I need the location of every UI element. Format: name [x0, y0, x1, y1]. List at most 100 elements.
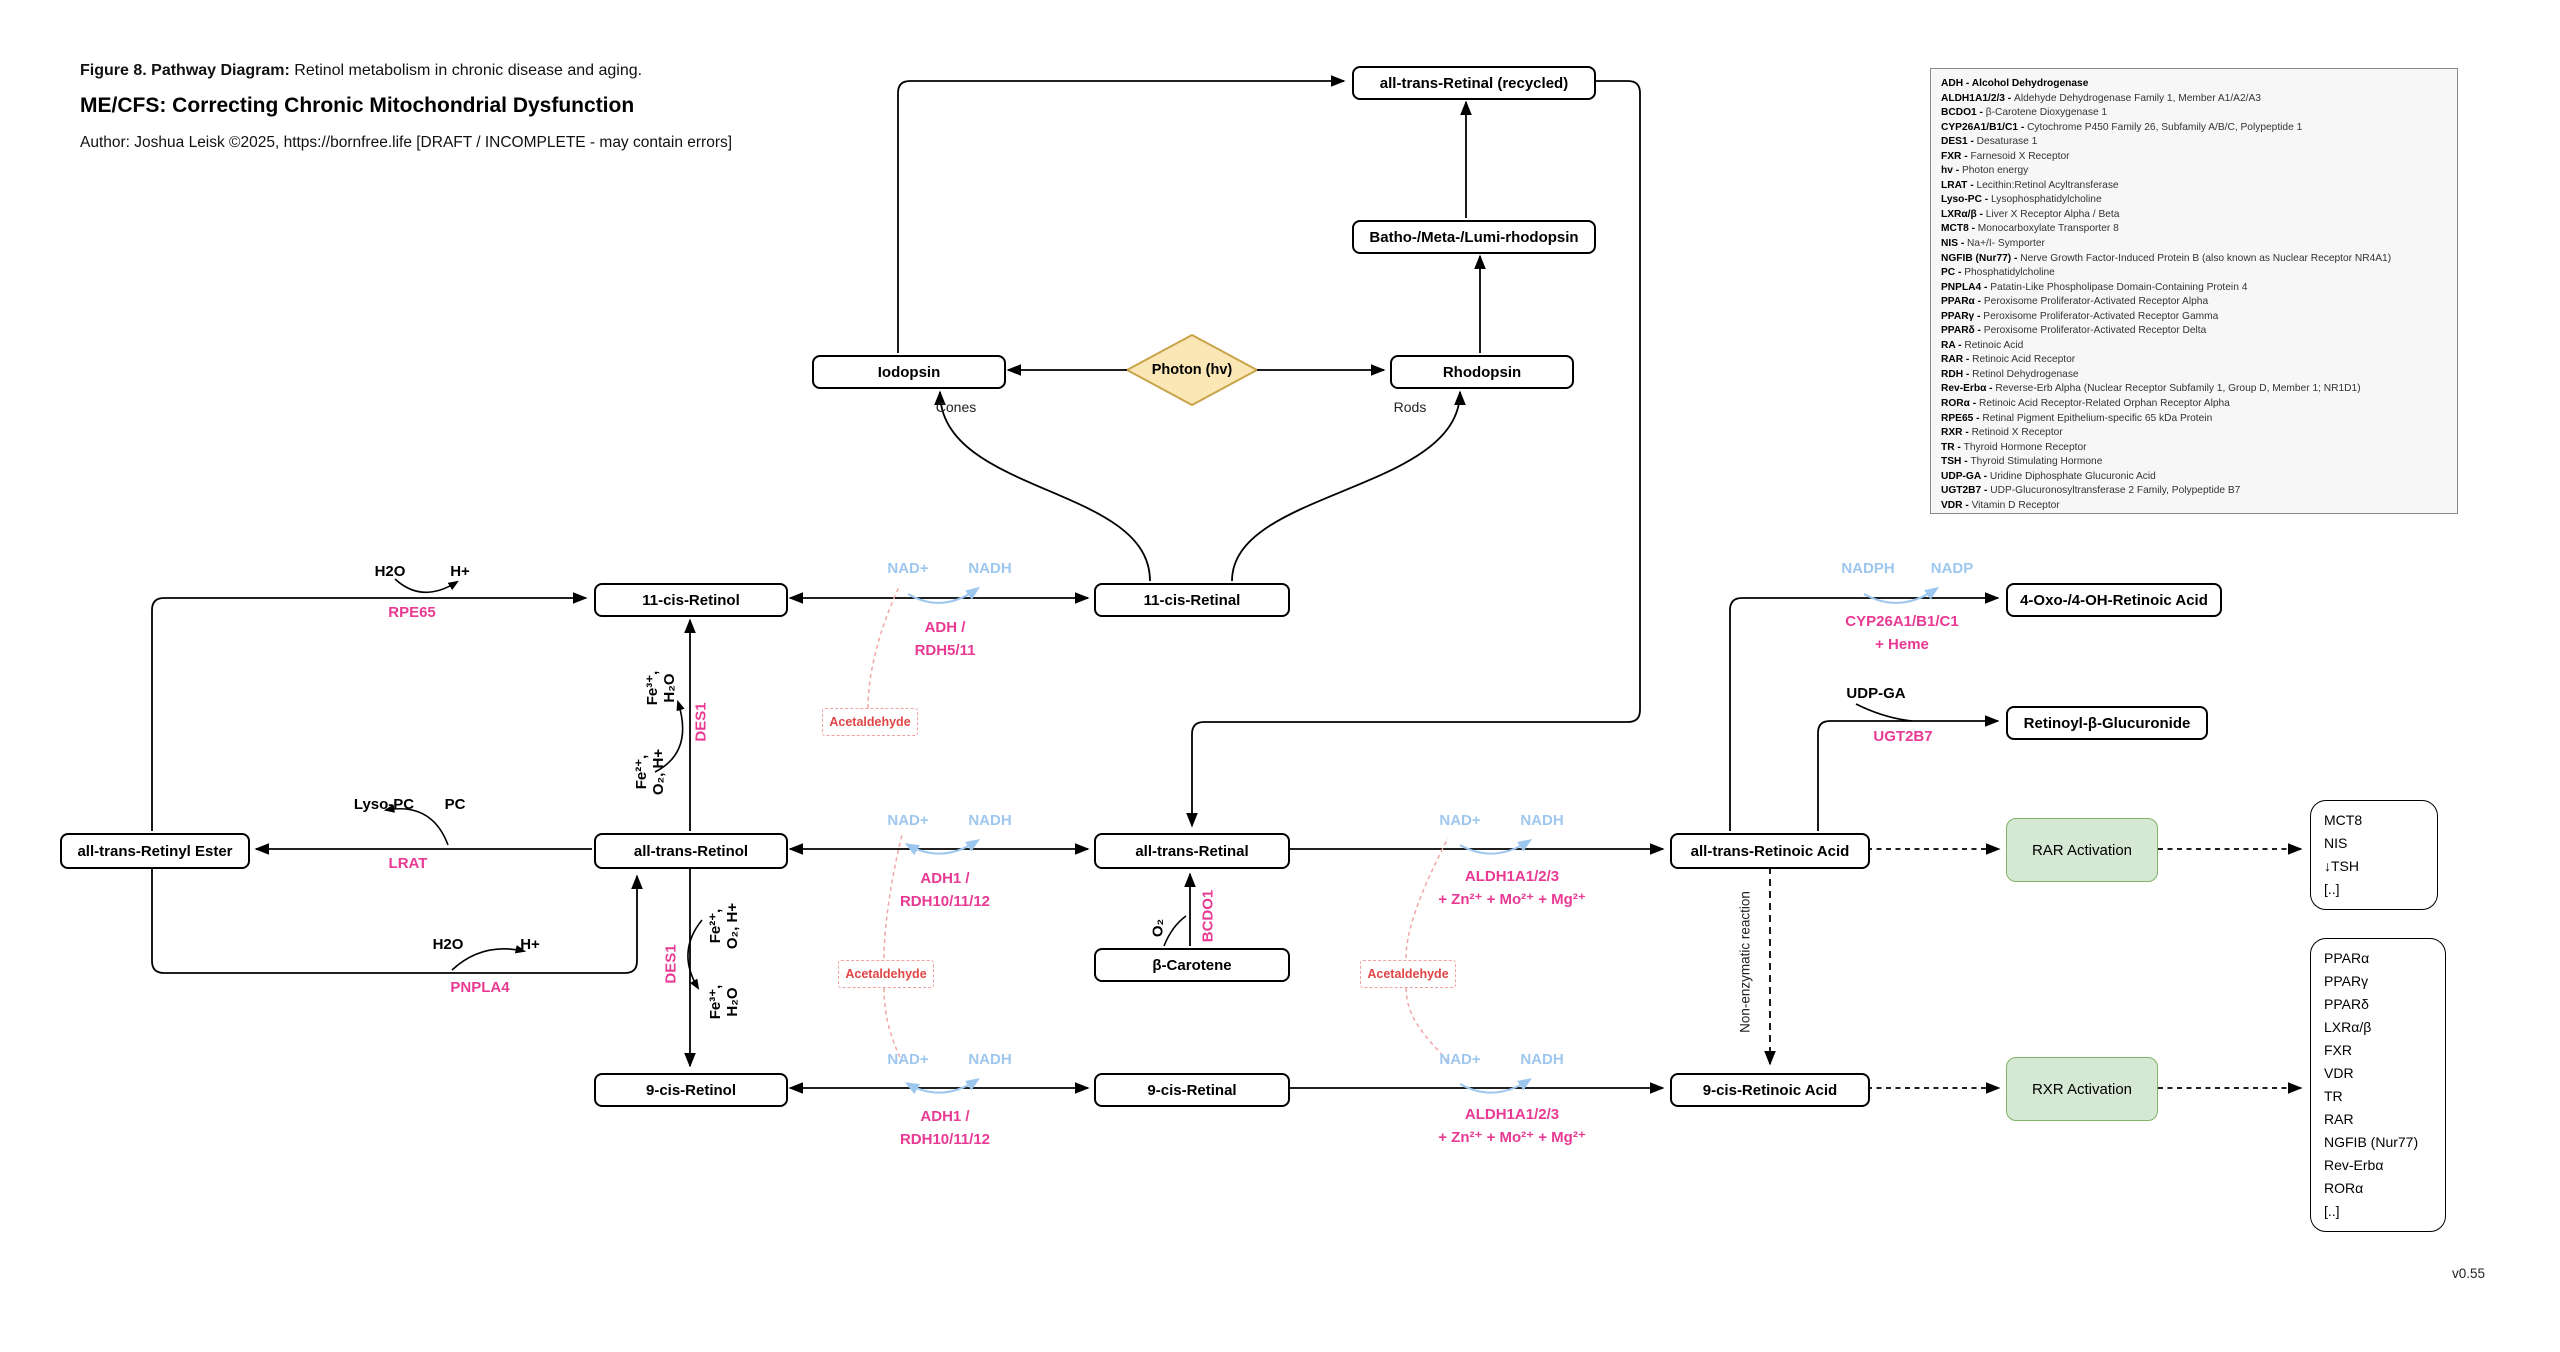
legend-entry: BCDO1 - β-Carotene Dioxygenase 1 — [1941, 107, 2108, 119]
node-all-trans-retinal: all-trans-Retinal — [1094, 833, 1290, 869]
list-item: [..] — [2324, 881, 2340, 897]
node-beta-carotene: β-Carotene — [1094, 948, 1290, 982]
legend-entry: RPE65 - Retinal Pigment Epithelium-speci… — [1941, 412, 2213, 424]
legend-entry: TR - Thyroid Hormone Receptor — [1941, 441, 2087, 453]
substrate-h2o: H2O — [374, 563, 406, 580]
figure-caption-desc: Retinol metabolism in chronic disease an… — [289, 62, 643, 79]
legend-entry: LXRα/β - Liver X Receptor Alpha / Beta — [1941, 208, 2120, 220]
node-9-cis-retinol: 9-cis-Retinol — [594, 1073, 788, 1107]
list-item: MCT8 — [2324, 812, 2363, 828]
node-9-cis-retinal: 9-cis-Retinal — [1094, 1073, 1290, 1107]
enzyme-lrat: LRAT — [388, 855, 428, 872]
version-label: v0.55 — [2452, 1266, 2486, 1281]
list-item: PPARδ — [2324, 996, 2369, 1012]
substrate-udp-ga: UDP-GA — [1846, 685, 1906, 702]
non-enzymatic-label: Non-enzymatic reaction — [1737, 891, 1753, 1033]
legend-entry: NIS - Na+/I- Symporter — [1941, 238, 2045, 250]
cones-label: Cones — [935, 399, 977, 415]
node-rhodopsin: Rhodopsin — [1390, 355, 1574, 389]
legend-entry: NGFIB (Nur77) - Nerve Growth Factor-Indu… — [1941, 252, 2392, 264]
legend-entry: RXR - Retinoid X Receptor — [1941, 427, 2063, 439]
node-9-cis-retinoic-acid: 9-cis-Retinoic Acid — [1670, 1073, 1870, 1107]
enzyme-bcdo1: BCDO1 — [1199, 889, 1217, 943]
author-line: Author: Joshua Leisk ©2025, https://born… — [80, 134, 733, 151]
list-item: VDR — [2324, 1065, 2354, 1081]
node-all-trans-retinyl-ester: all-trans-Retinyl Ester — [60, 833, 250, 869]
page-title: ME/CFS: Correcting Chronic Mitochondrial… — [80, 94, 635, 117]
node-all-trans-retinal-recycled: all-trans-Retinal (recycled) — [1352, 66, 1596, 100]
node-all-trans-retinol: all-trans-Retinol — [594, 833, 788, 869]
legend-entry: DES1 - Desaturase 1 — [1941, 136, 2038, 148]
cofactor-nad: NAD+ — [887, 1051, 929, 1068]
enzyme-aldh1a123: ALDH1A1/2/3 — [1464, 1106, 1560, 1123]
des1-products-up: Fe³⁺, H₂O — [644, 670, 678, 706]
cofactor-nad: NAD+ — [1439, 812, 1481, 829]
list-item: FXR — [2324, 1042, 2352, 1058]
substrate-pc: PC — [444, 796, 466, 813]
cofactor-nadp: NADP — [1930, 560, 1974, 577]
list-item: Rev-Erbα — [2324, 1157, 2384, 1173]
list-item: [..] — [2324, 1203, 2340, 1219]
node-11-cis-retinol: 11-cis-Retinol — [594, 583, 788, 617]
cofactor-nadph: NADPH — [1841, 560, 1895, 577]
list-item: NGFIB (Nur77) — [2324, 1134, 2419, 1150]
legend-entry: PPARα - Peroxisome Proliferator-Activate… — [1941, 296, 2209, 308]
legend-entry: VDR - Vitamin D Receptor — [1941, 499, 2060, 511]
legend-entry: RDH - Retinol Dehydrogenase — [1941, 368, 2079, 380]
enzyme-adh1-rdh10-11-12: ADH1 / RDH10/11/12 — [899, 870, 991, 910]
des1-substrates-up: Fe²⁺, O₂, H+ — [633, 748, 667, 796]
legend-entry: TSH - Thyroid Stimulating Hormone — [1941, 456, 2103, 468]
list-item: NIS — [2324, 835, 2348, 851]
legend-entry: ALDH1A1/2/3 - Aldehyde Dehydrogenase Fam… — [1941, 92, 2261, 104]
photon-diamond — [1124, 333, 1260, 407]
substrate-lyso-pc: Lyso-PC — [353, 796, 415, 813]
enzyme-des1-up: DES1 — [692, 702, 710, 742]
node-all-trans-retinoic-acid: all-trans-Retinoic Acid — [1670, 833, 1870, 869]
substrate-o2: O₂ — [1149, 918, 1167, 938]
legend-entry: ADH - Alcohol Dehydrogenase — [1941, 78, 2089, 89]
enzyme-adh1-rdh10-11-12: ADH1 / RDH10/11/12 — [899, 1108, 991, 1148]
legend-entry: RA - Retinoic Acid — [1941, 339, 2024, 351]
node-rxr-activation: RXR Activation — [2006, 1057, 2158, 1121]
legend-entry: PPARγ - Peroxisome Proliferator-Activate… — [1941, 310, 2219, 322]
node-retinoyl-glucuronide: Retinoyl-β-Glucuronide — [2006, 706, 2208, 740]
legend-entry: MCT8 - Monocarboxylate Transporter 8 — [1941, 223, 2119, 235]
cofactor-nad: NAD+ — [887, 560, 929, 577]
enzyme-des1-down: DES1 — [662, 944, 680, 984]
node-rar-activation: RAR Activation — [2006, 818, 2158, 882]
des1-products-down: Fe³⁺, H₂O — [707, 984, 741, 1020]
aldh-cofactors: + Zn²⁺ + Mo²⁺ + Mg²⁺ — [1438, 1129, 1586, 1146]
list-item: RORα — [2324, 1180, 2364, 1196]
product-h-plus: H+ — [520, 936, 540, 953]
legend-entry: Rev-Erbα - Reverse-Erb Alpha (Nuclear Re… — [1941, 383, 2361, 395]
list-item: RAR — [2324, 1111, 2354, 1127]
cofactor-nadh: NADH — [1520, 1051, 1564, 1068]
figure-caption: Figure 8. Pathway Diagram: Retinol metab… — [80, 62, 642, 80]
cofactor-nadh: NADH — [968, 812, 1012, 829]
product-h-plus: H+ — [450, 563, 470, 580]
node-batho-meta-lumi-rhodopsin: Batho-/Meta-/Lumi-rhodopsin — [1352, 220, 1596, 254]
figure-label: Figure 8. — [80, 62, 147, 79]
list-item: PPARα — [2324, 950, 2370, 966]
acetaldehyde-box: Acetaldehyde — [822, 708, 918, 736]
figure-caption-title: Pathway Diagram: — [151, 62, 290, 79]
legend-entry: UDP-GA - Uridine Diphosphate Glucuronic … — [1941, 470, 2156, 482]
des1-substrates-down: Fe²⁺, O₂, H+ — [707, 902, 741, 950]
acetaldehyde-box: Acetaldehyde — [1360, 960, 1456, 988]
list-item: TR — [2324, 1088, 2343, 1104]
rods-label: Rods — [1393, 399, 1427, 415]
list-item: ↓TSH — [2324, 858, 2359, 874]
enzyme-pnpla4: PNPLA4 — [450, 979, 510, 996]
enzyme-adh-rdh5-11: ADH / RDH5/11 — [914, 619, 976, 659]
node-iodopsin: Iodopsin — [812, 355, 1006, 389]
cofactor-nadh: NADH — [968, 560, 1012, 577]
cofactor-nad: NAD+ — [1439, 1051, 1481, 1068]
cofactor-nad: NAD+ — [887, 812, 929, 829]
legend-entry: CYP26A1/B1/C1 - Cytochrome P450 Family 2… — [1941, 121, 2303, 133]
enzyme-rpe65: RPE65 — [388, 604, 436, 621]
substrate-h2o: H2O — [432, 936, 464, 953]
cofactor-nadh: NADH — [1520, 812, 1564, 829]
legend-entry: RORα - Retinoic Acid Receptor-Related Or… — [1941, 398, 2230, 410]
